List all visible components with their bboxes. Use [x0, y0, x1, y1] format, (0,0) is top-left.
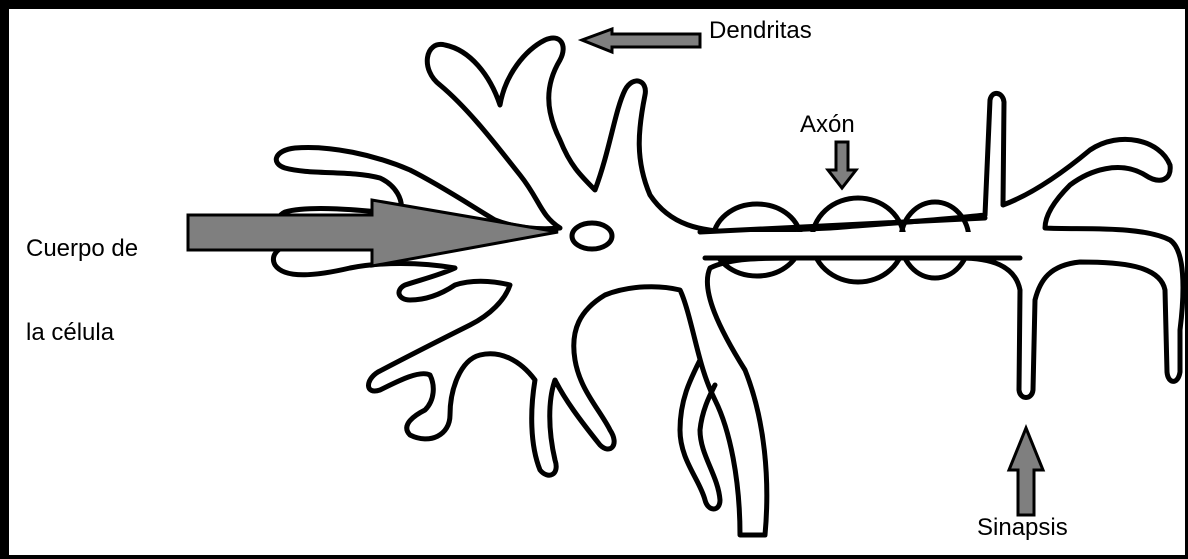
label-axon: Axón — [800, 111, 855, 139]
label-cell-body: Cuerpo de la célula — [26, 179, 138, 375]
label-cell-body-line1: Cuerpo de — [26, 235, 138, 263]
cell-nucleus — [572, 223, 612, 249]
neuron-outline — [273, 38, 1183, 535]
dendritas-arrow — [582, 29, 700, 52]
cell-body-arrow — [188, 200, 558, 266]
axon-arrow — [828, 142, 856, 188]
label-sinapsis: Sinapsis — [977, 514, 1068, 542]
label-dendritas: Dendritas — [709, 17, 812, 45]
axon-upper-edge — [700, 218, 985, 232]
dendrite-lower-branch — [680, 360, 720, 509]
label-cell-body-line2: la célula — [26, 319, 138, 347]
sinapsis-arrow — [1009, 428, 1043, 515]
